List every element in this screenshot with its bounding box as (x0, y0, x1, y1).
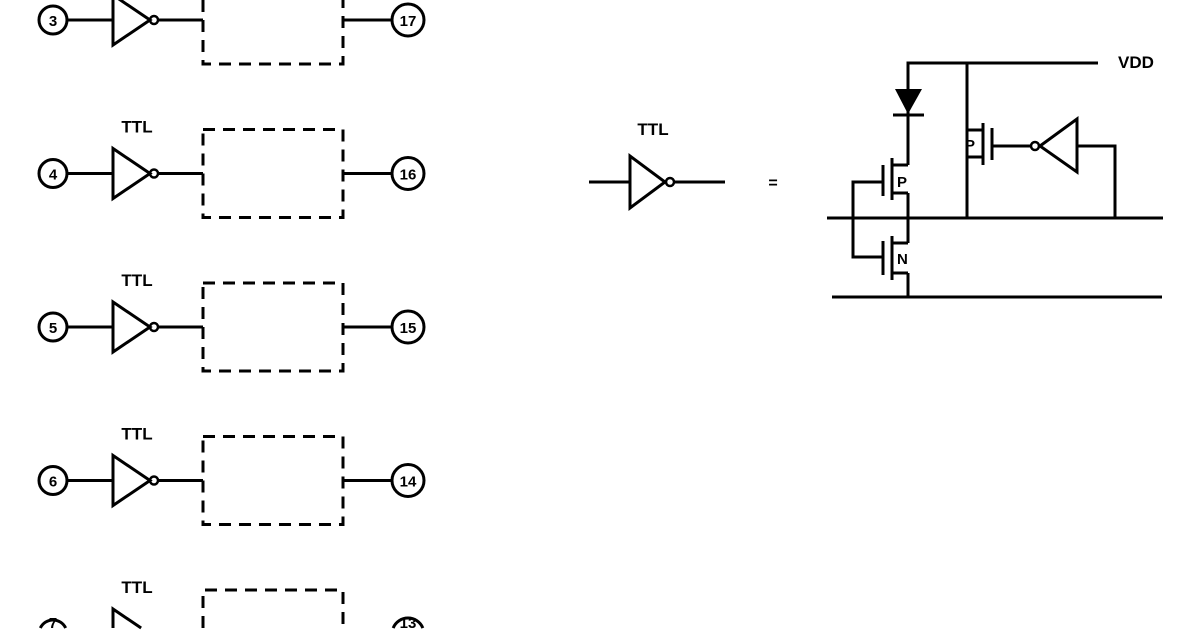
buffer-row: 7 13 TTL (38, 578, 425, 630)
inverter-icon (111, 0, 153, 48)
inverter-icon (111, 452, 153, 509)
output-pin-circle (390, 309, 426, 345)
inverter-icon (111, 145, 153, 202)
ttl-label: TTL (121, 271, 152, 290)
inverter-icon (628, 153, 668, 211)
buffer-row: 5 15 TTL (37, 271, 426, 373)
pmos-label: P (897, 174, 907, 191)
vdd-label: VDD (1118, 53, 1154, 72)
nmos-label: N (897, 251, 908, 268)
input-pin-number: 7 (49, 615, 57, 630)
diode-icon (895, 89, 922, 114)
ttl-legend-symbol: TTL = (589, 120, 778, 211)
ttl-legend-label: TTL (637, 120, 668, 139)
input-pin-number: 3 (49, 13, 57, 30)
buffer-row: 3 17 (37, 0, 426, 66)
input-pin-number: 6 (49, 474, 57, 491)
output-pin-number: 15 (400, 320, 417, 337)
ttl-label: TTL (121, 425, 152, 444)
output-pin-circle (390, 2, 426, 38)
input-pin-number: 4 (49, 167, 58, 184)
ttl-label: TTL (121, 118, 152, 137)
output-pin-circle (391, 616, 425, 629)
inverter-icon (111, 299, 153, 355)
dashed-block (201, 281, 345, 373)
output-pin-number: 14 (400, 474, 417, 491)
dashed-block (201, 0, 345, 66)
output-pin-number: 13 (400, 615, 417, 630)
pmos2-label: P (965, 137, 975, 154)
feedback-inverter-icon (1037, 116, 1079, 175)
input-pin-circle (38, 618, 68, 629)
dashed-block (201, 588, 345, 628)
ttl-label: TTL (121, 578, 152, 597)
equals-sign: = (768, 175, 777, 192)
output-pin-number: 16 (400, 167, 417, 184)
output-pin-circle (390, 156, 426, 191)
output-pin-number: 17 (400, 13, 417, 30)
output-pin-circle (390, 463, 426, 498)
input-pin-number: 5 (49, 320, 57, 337)
buffer-row: 4 16 TTL (37, 118, 426, 219)
cmos-equivalent-circuit: VDD P P N (827, 53, 1163, 299)
buffer-row: 6 14 TTL (37, 425, 426, 526)
dashed-block (201, 128, 345, 219)
inverter-icon (111, 606, 142, 630)
dashed-block (201, 435, 345, 526)
